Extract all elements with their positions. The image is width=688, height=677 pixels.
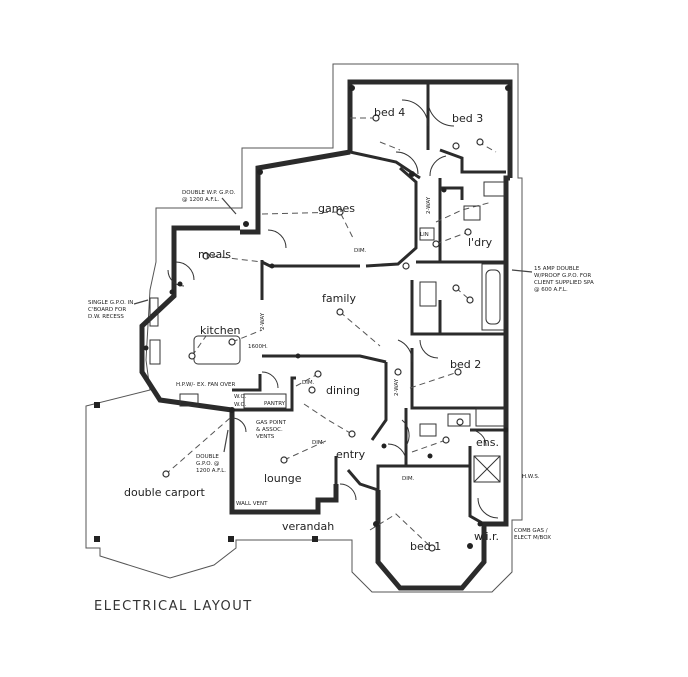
room-label-meals: meals — [198, 248, 231, 261]
room-label-bed2: bed 2 — [450, 358, 481, 371]
power-points — [143, 85, 511, 549]
outer-wall-bed1 — [375, 448, 509, 591]
fridge-recess — [149, 297, 159, 327]
note-spa-2: W/PROOF G.P.O. FOR — [534, 273, 591, 279]
note-dim-dining: DIM. — [302, 380, 315, 386]
outer-wall-north-bedrooms — [347, 79, 513, 178]
note-double-gpo-3: 1200 A.F.L. — [196, 468, 226, 474]
note-2way-bedrooms: 2-WAY — [426, 196, 432, 214]
spa-bath — [481, 263, 505, 331]
outer-wall-meals — [139, 225, 240, 413]
leader-single-gpo — [133, 299, 149, 305]
outer-wall-games — [240, 149, 351, 235]
pantry-shelf — [243, 393, 287, 409]
oven — [179, 393, 199, 407]
outer-wall-lounge — [229, 410, 339, 515]
note-spa-1: 15 AMP DOUBLE — [534, 266, 580, 272]
room-label-games: games — [318, 202, 355, 215]
note-spa-3: CLIENT SUPPLIED SPA — [534, 280, 594, 286]
wall-kitchen-pantry — [232, 374, 262, 392]
note-linen: LIN — [420, 232, 429, 238]
wc — [419, 423, 437, 437]
outer-wall-ens-link — [376, 464, 406, 490]
note-double-gpo-1: DOUBLE — [196, 454, 219, 460]
note-dim-games: DIM. — [354, 248, 367, 254]
room-label-dining: dining — [326, 384, 360, 397]
linen-cupboard — [419, 227, 435, 241]
leader-spa — [511, 269, 533, 273]
wall-games-east — [365, 166, 418, 268]
room-label-bed3: bed 3 — [452, 112, 483, 125]
note-single-gpo-1: SINGLE G.P.O. IN — [88, 300, 133, 306]
note-wo-1: W.O. — [234, 394, 247, 400]
wc2 — [419, 281, 437, 307]
note-gas-2: & ASSOC. — [256, 427, 283, 433]
note-gas-1: GAS POINT — [256, 420, 287, 426]
room-label-verandah: verandah — [282, 520, 334, 533]
wall-bath — [410, 280, 506, 336]
note-pantry: PANTRY — [264, 401, 286, 407]
ceiling-lights — [162, 114, 484, 552]
note-dim-lounge: DIM. — [312, 440, 325, 446]
roof-eave-outline — [85, 63, 523, 593]
note-double-wp-gpo-2: @ 1200 A.F.L. — [182, 197, 220, 203]
leader-double-gpo — [223, 429, 229, 453]
cooktop — [149, 339, 161, 365]
drawing-title: ELECTRICAL LAYOUT — [94, 599, 253, 614]
room-label-laundry: l'dry — [468, 236, 493, 249]
wall-hall-east — [410, 348, 506, 410]
room-label-wir: w.i.r. — [474, 530, 499, 543]
washer — [463, 205, 481, 221]
wall-laundry — [416, 178, 506, 264]
vanity-ens — [447, 413, 471, 427]
ens-basin — [475, 407, 505, 427]
note-comb-gas-1: COMB GAS / — [514, 528, 548, 534]
note-spa-4: @ 600 A.F.L. — [534, 287, 568, 293]
note-hws: H.W.S. — [522, 474, 540, 480]
wall-bedrooms-south — [349, 148, 506, 180]
leader-double-wp — [221, 197, 237, 215]
room-label-double-carport: double carport — [124, 486, 206, 499]
note-wo-2: W.O. — [234, 402, 247, 408]
note-single-gpo-3: D.W. RECESS — [88, 314, 124, 320]
room-label-family: family — [322, 292, 356, 305]
note-single-gpo-2: C'BOARD FOR — [88, 307, 126, 313]
wall-dining-east — [370, 362, 388, 441]
wall-entry — [334, 456, 379, 492]
wall-lounge-pantry — [232, 376, 296, 412]
shower-ens — [473, 455, 501, 483]
note-gas-3: VENTS — [256, 434, 275, 440]
wall-games-south — [261, 260, 360, 268]
note-double-gpo-2: G.P.O. @ — [196, 461, 220, 467]
note-2way-kitchen: 2-WAY — [260, 312, 266, 330]
note-1600h: 1600H. — [248, 344, 268, 350]
note-wall-vent: WALL VENT — [236, 501, 268, 507]
note-double-wp-gpo-1: DOUBLE W.P. G.P.O. — [182, 190, 235, 196]
room-label-kitchen: kitchen — [200, 324, 241, 337]
fixtures — [149, 181, 505, 483]
note-hw-fan: H.P.W/- EX. FAN OVER — [176, 382, 236, 388]
trough — [483, 181, 505, 197]
outer-wall-east — [503, 175, 510, 448]
note-2way-hall: 2-WAY — [394, 378, 400, 396]
room-label-bed1: bed 1 — [410, 540, 441, 553]
room-label-ensuite: ens. — [476, 436, 499, 449]
verandah-posts — [94, 402, 318, 542]
room-label-bed4: bed 4 — [374, 106, 405, 119]
wall-family-south — [262, 354, 387, 364]
note-comb-gas-2: ELECT M/BOX — [514, 535, 551, 541]
doors — [167, 99, 499, 519]
wall-ens — [404, 408, 506, 526]
wall-laundry-west — [440, 186, 464, 200]
note-dim-entry: DIM. — [402, 476, 415, 482]
room-label-entry: entry — [336, 448, 366, 461]
kitchen-island — [193, 335, 241, 365]
room-label-lounge: lounge — [264, 472, 302, 485]
